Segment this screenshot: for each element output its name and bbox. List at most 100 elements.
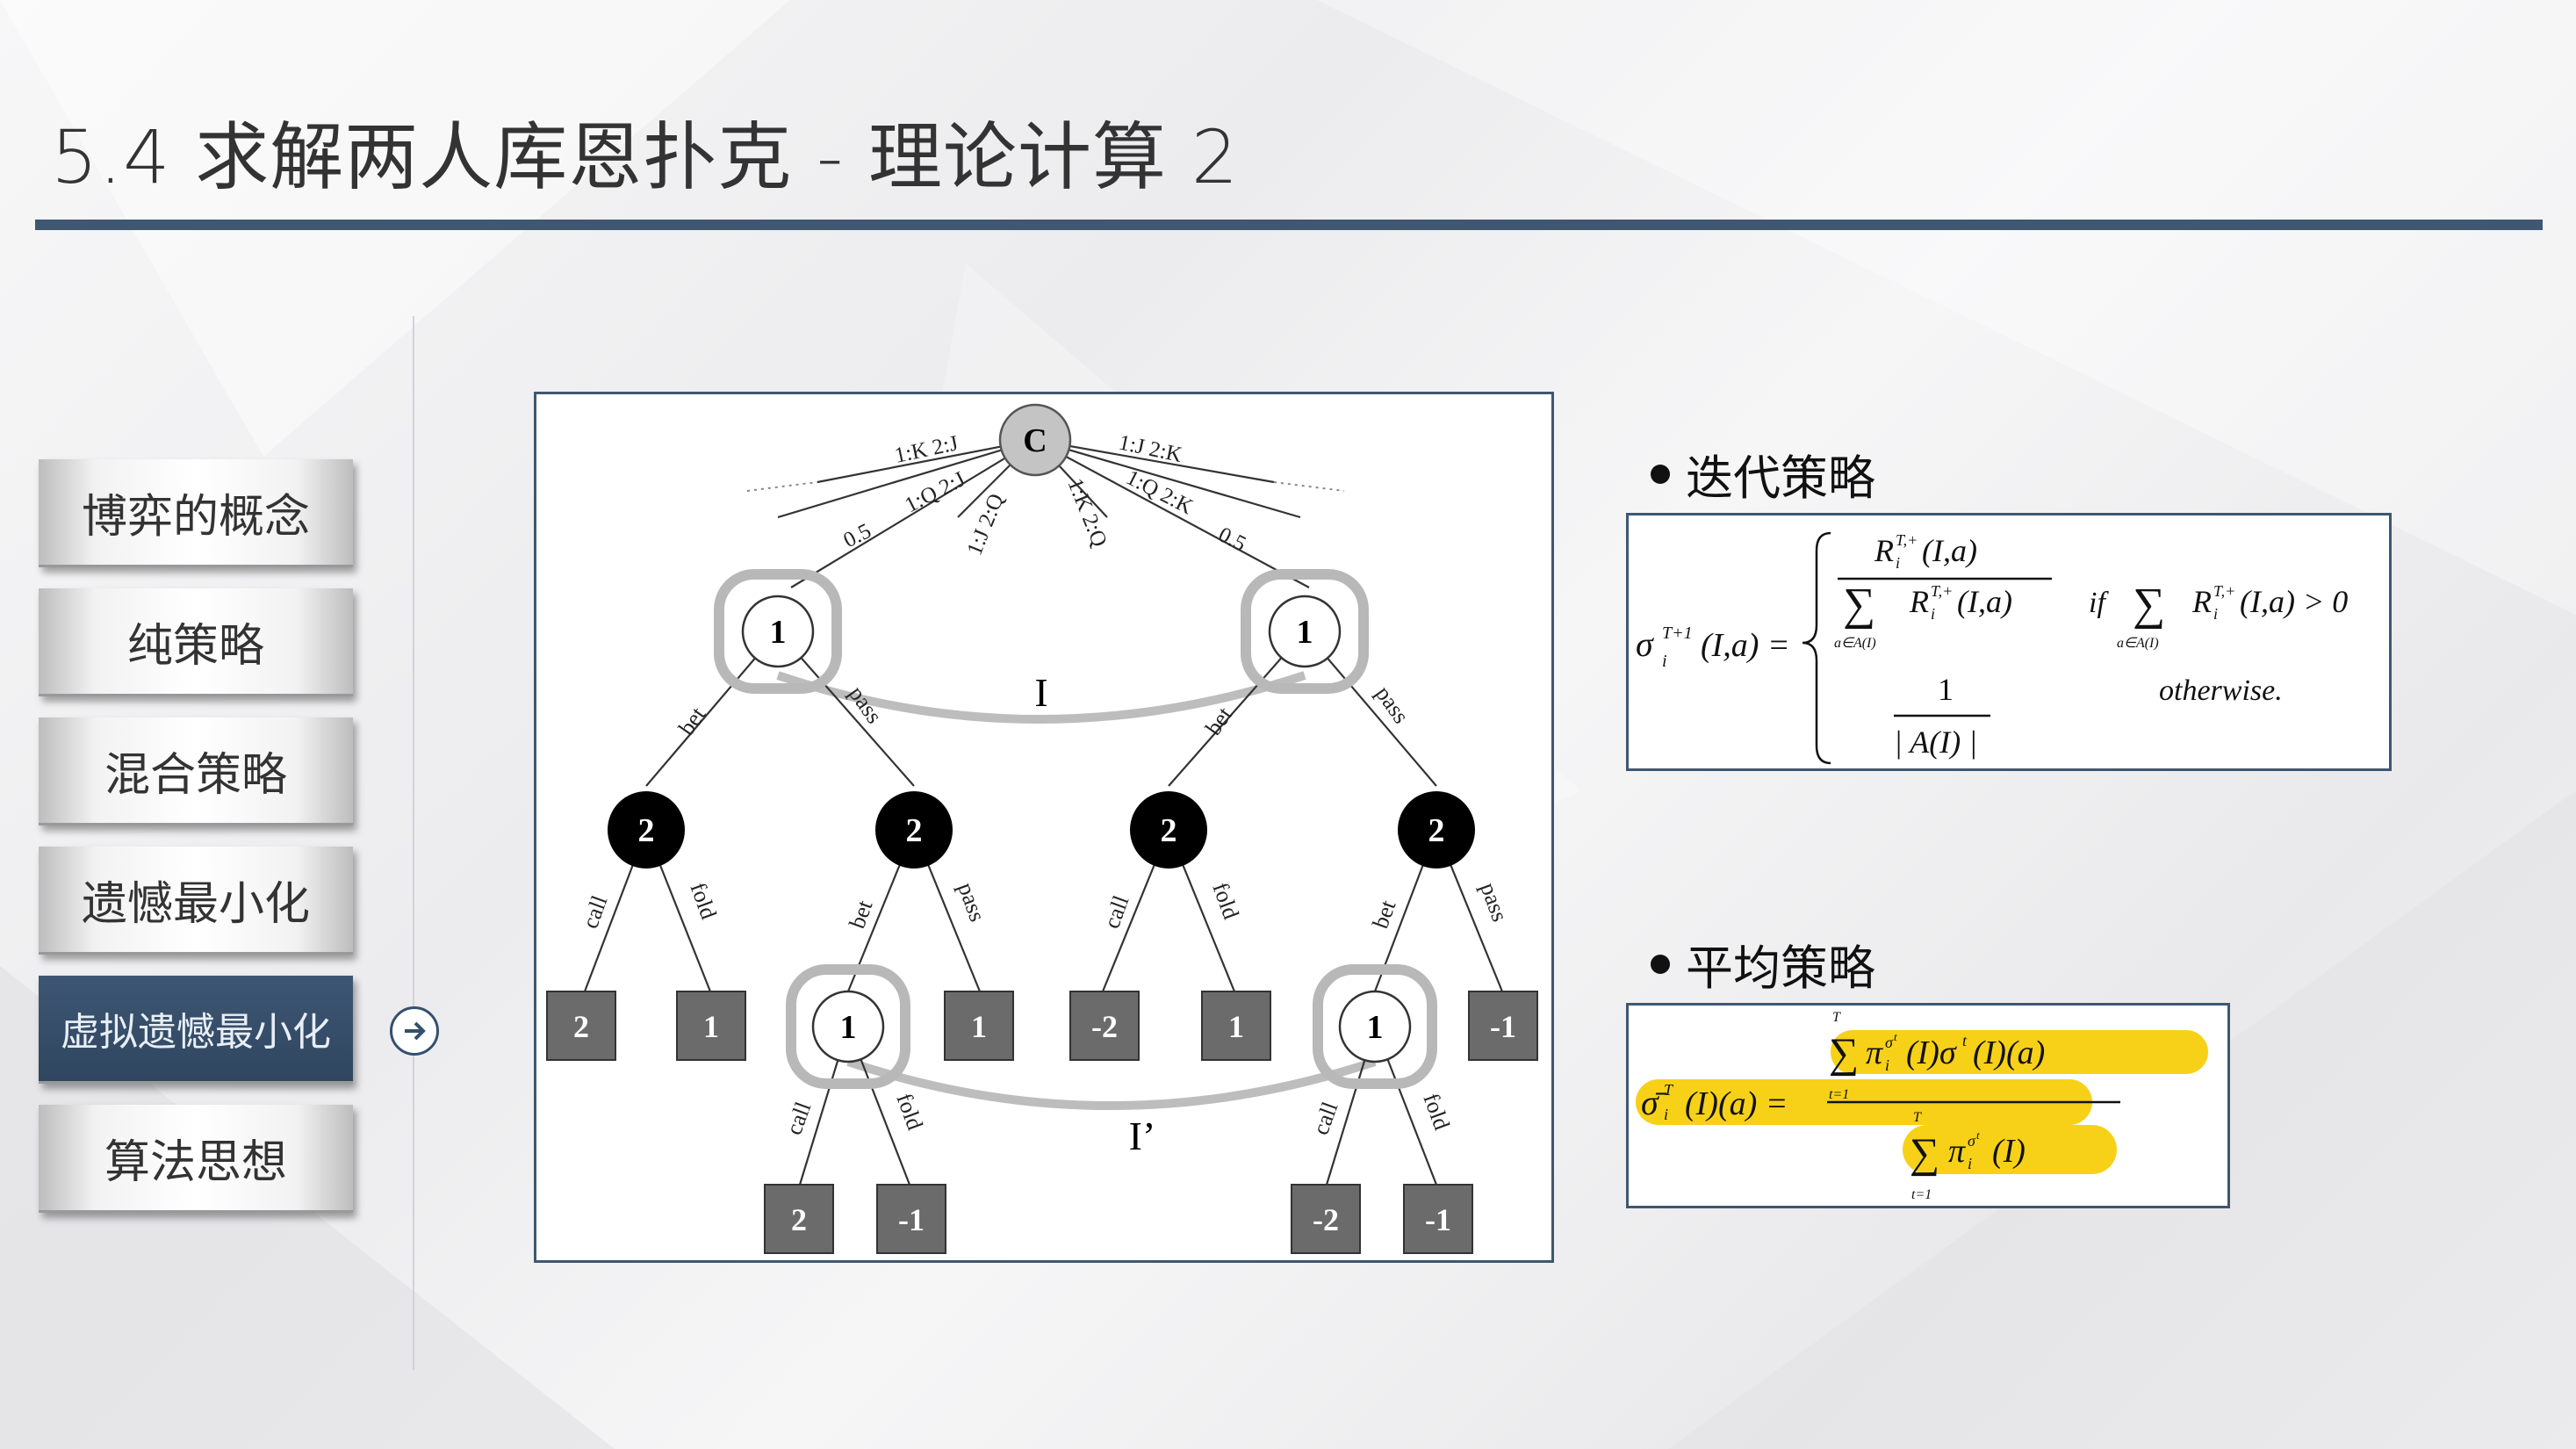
nav-item-regret-minimization[interactable]: 遗憾最小化 — [39, 847, 353, 955]
player1-node: 1 — [1241, 569, 1369, 694]
svg-text:T,+: T,+ — [1931, 582, 1953, 600]
svg-text:R: R — [1874, 533, 1894, 568]
prob-label: 0.5 — [1214, 523, 1249, 556]
if-word: if — [2089, 587, 2109, 619]
action-label: pass — [1371, 681, 1414, 728]
svg-text:2: 2 — [1428, 812, 1445, 849]
slide-title: 5.4 求解两人库恩扑克 - 理论计算 2 — [51, 114, 1240, 200]
arrow-right-circle-icon[interactable] — [390, 1006, 439, 1056]
bullet-icon — [1651, 954, 1670, 974]
action-label: bet — [1367, 897, 1400, 932]
player2-node: 2 — [1398, 791, 1475, 869]
nav-item-mixed-strategy[interactable]: 混合策略 — [39, 717, 353, 825]
svg-text:(I): (I) — [1992, 1133, 2026, 1170]
svg-text:1: 1 — [1938, 672, 1954, 707]
sidebar-divider — [413, 316, 414, 1370]
svg-text:1: 1 — [1367, 1009, 1384, 1046]
svg-text:∑: ∑ — [1843, 580, 1875, 630]
leaf-node: -2 — [1069, 991, 1140, 1061]
svg-text:(I)(a) =: (I)(a) = — [1685, 1085, 1788, 1122]
svg-text:t: t — [1894, 1030, 1897, 1043]
svg-text:i: i — [1662, 652, 1667, 671]
svg-text:∑: ∑ — [2133, 580, 2165, 630]
nav-item-label: 纯策略 — [126, 619, 264, 673]
nav-item-game-concept[interactable]: 博弈的概念 — [39, 459, 353, 567]
svg-text:i: i — [1896, 554, 1900, 572]
svg-text:t: t — [1976, 1128, 1980, 1142]
action-label: call — [1307, 1099, 1342, 1138]
svg-text:1: 1 — [971, 1009, 987, 1044]
player2-node: 2 — [608, 791, 685, 869]
leaf-node: 1 — [1201, 991, 1271, 1061]
svg-text:-1: -1 — [1425, 1202, 1451, 1237]
bullet-icon — [1651, 464, 1670, 484]
action-label: pass — [953, 879, 990, 925]
player1-node: 1 — [786, 964, 910, 1089]
action-label: fold — [1207, 879, 1244, 922]
svg-text:(I)(a): (I)(a) — [1973, 1034, 2045, 1071]
player1-node: 1 — [1313, 964, 1437, 1089]
deal-label: 1:Q 2:J — [901, 467, 968, 517]
title-underline — [35, 220, 2543, 230]
svg-text:2: 2 — [1161, 812, 1177, 849]
iterative-strategy-formula: σ T+1 i (I,a) = R T,+ i (I,a) ∑ a∈A(I) R… — [1626, 513, 2392, 771]
svg-text:i: i — [1664, 1106, 1668, 1123]
action-label: pass — [844, 681, 887, 728]
svg-text:t=1: t=1 — [1829, 1087, 1849, 1102]
svg-text:1: 1 — [1297, 614, 1313, 651]
nav-item-label: 博弈的概念 — [81, 490, 310, 544]
player1-node: 1 — [714, 569, 842, 694]
svg-text:a∈A(I): a∈A(I) — [1834, 636, 1876, 651]
nav-item-cfr[interactable]: 虚拟遗憾最小化 — [39, 976, 353, 1084]
svg-text:i: i — [1931, 605, 1935, 623]
svg-text:∑: ∑ — [1910, 1130, 1939, 1177]
leaf-node: 1 — [676, 991, 746, 1061]
leaf-node: -2 — [1291, 1184, 1361, 1254]
svg-text:σ: σ — [1968, 1132, 1976, 1150]
svg-text:i: i — [1885, 1056, 1889, 1074]
nav-item-label: 遗憾最小化 — [81, 877, 310, 931]
svg-text:2: 2 — [906, 812, 923, 849]
svg-text:2: 2 — [791, 1202, 807, 1237]
deal-label: 1:K 2:J — [893, 431, 961, 468]
svg-text:T,+: T,+ — [1896, 531, 1918, 549]
action-label: fold — [1418, 1090, 1455, 1133]
svg-text:∑: ∑ — [1829, 1030, 1859, 1077]
svg-text:σ: σ — [1885, 1034, 1894, 1051]
info-set-label: I — [1034, 670, 1047, 715]
deal-label: 1:J 2:K — [1117, 430, 1184, 467]
chance-label: C — [1023, 422, 1047, 459]
svg-text:(I,a) > 0: (I,a) > 0 — [2240, 584, 2348, 619]
action-label: bet — [1200, 702, 1237, 739]
svg-text:1: 1 — [703, 1009, 719, 1044]
svg-text:-2: -2 — [1091, 1009, 1118, 1044]
svg-text:t: t — [1962, 1032, 1968, 1049]
svg-text:-1: -1 — [898, 1202, 925, 1237]
nav-item-label: 算法思想 — [104, 1135, 287, 1189]
svg-text:T,+: T,+ — [2213, 582, 2235, 600]
player2-node: 2 — [1130, 791, 1207, 869]
nav-item-label: 虚拟遗憾最小化 — [61, 1010, 331, 1055]
info-set-label: I’ — [1129, 1114, 1156, 1158]
svg-text:(I,a) =: (I,a) = — [1701, 627, 1790, 664]
deal-label: 1:J 2:Q — [963, 491, 1009, 559]
action-label: fold — [685, 879, 722, 922]
leaf-node: -1 — [876, 1184, 946, 1254]
svg-text:R: R — [1909, 584, 1929, 619]
svg-text:| A(I) |: | A(I) | — [1894, 724, 1977, 760]
svg-text:-1: -1 — [1490, 1009, 1516, 1044]
leaf-node: -1 — [1468, 991, 1538, 1061]
nav-item-pure-strategy[interactable]: 纯策略 — [39, 588, 353, 696]
action-label: fold — [891, 1090, 928, 1133]
svg-text:i: i — [2213, 605, 2218, 623]
svg-text:i: i — [1968, 1155, 1972, 1172]
svg-text:t=1: t=1 — [1911, 1187, 1932, 1202]
deal-label: 1:Q 2:K — [1122, 465, 1197, 519]
svg-text:R: R — [2191, 584, 2212, 619]
svg-text:(I,a): (I,a) — [1922, 533, 1977, 568]
svg-text:T: T — [1664, 1081, 1674, 1099]
nav-item-algorithm-idea[interactable]: 算法思想 — [39, 1105, 353, 1213]
leaf-node: -1 — [1403, 1184, 1473, 1254]
player2-node: 2 — [875, 791, 953, 869]
leaf-node: 1 — [944, 991, 1014, 1061]
